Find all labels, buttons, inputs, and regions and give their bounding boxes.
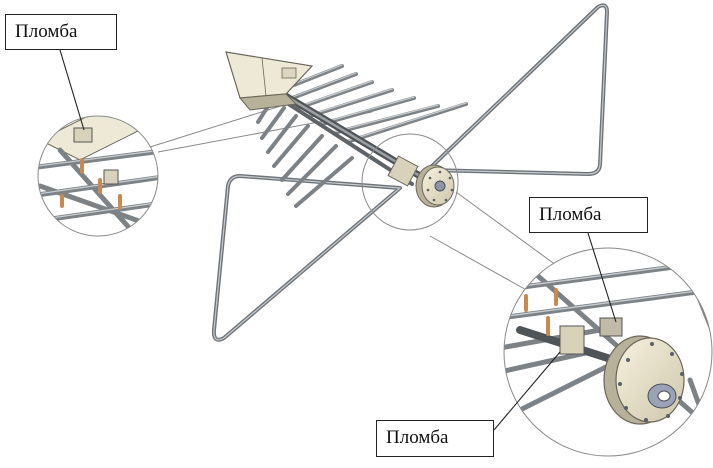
end-plate bbox=[225, 51, 314, 111]
leader-right-upper bbox=[455, 191, 561, 269]
pointer-right bbox=[587, 232, 617, 323]
bowtie-frame bbox=[211, 3, 609, 342]
pointer-bottom bbox=[493, 351, 561, 431]
pointer-top-left bbox=[59, 49, 85, 131]
antenna-main bbox=[211, 3, 609, 342]
seal-label-top-left: Пломба bbox=[5, 14, 117, 50]
leader-right-lower bbox=[429, 235, 531, 293]
detail-marker-center bbox=[361, 133, 459, 231]
seal-label-right: Пломба bbox=[529, 197, 648, 233]
detail-circle-left bbox=[37, 115, 159, 237]
leader-lines bbox=[149, 103, 561, 293]
seal-label-bottom: Пломба bbox=[376, 420, 494, 457]
detail-circle-right bbox=[503, 247, 713, 457]
callout-pointers bbox=[59, 49, 617, 431]
frame-upper-right bbox=[426, 3, 609, 176]
dipole-rods bbox=[256, 64, 468, 208]
frame-lower-left bbox=[211, 174, 402, 342]
center-connector bbox=[387, 155, 455, 208]
